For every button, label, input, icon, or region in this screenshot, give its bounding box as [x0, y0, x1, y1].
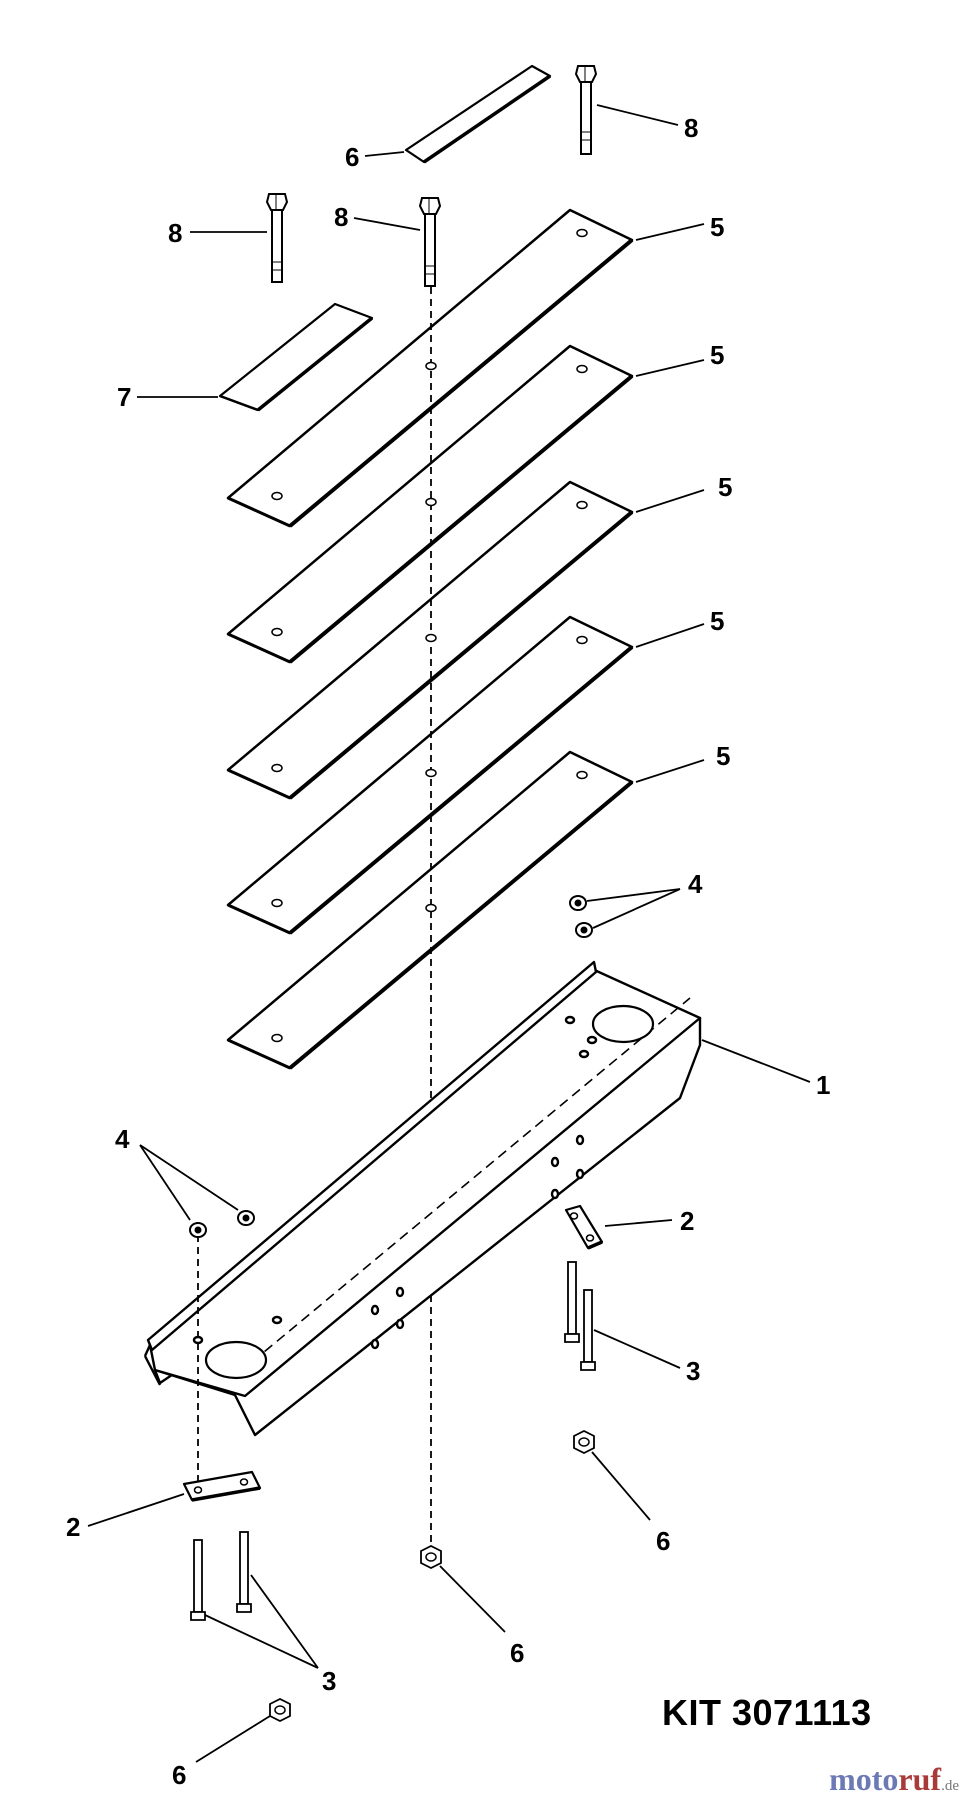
kit-number-label: KIT 3071113	[662, 1692, 872, 1733]
callout-8-middle: 8	[334, 202, 348, 232]
callout-6-center: 6	[510, 1638, 524, 1668]
callout-3-left: 3	[322, 1666, 336, 1696]
lock-nut-4-left-a	[189, 1222, 207, 1238]
callout-5-5: 5	[716, 741, 730, 771]
callout-8-top-right: 8	[684, 113, 698, 143]
watermark-part-3: .de	[941, 1778, 959, 1794]
leader-lines	[87, 104, 811, 1763]
bolt-3-left-b	[236, 1531, 252, 1613]
callout-6-right: 6	[656, 1526, 670, 1556]
watermark-part-2: ruf	[898, 1761, 942, 1797]
callout-3-right: 3	[686, 1356, 700, 1386]
callout-labels: 8 6 8 8 5 5 7 5 5 5 4 1 4 2 3 6 2 6 3 6	[66, 113, 830, 1790]
hex-nut-6-left	[269, 1698, 291, 1722]
callout-5-3: 5	[718, 472, 732, 502]
callout-1: 1	[816, 1070, 830, 1100]
bolt-3-left-a	[190, 1539, 206, 1621]
callout-7-top: 6	[345, 142, 359, 172]
bolt-8-left	[265, 193, 289, 283]
callout-7-left: 7	[117, 382, 131, 412]
callout-8-left: 8	[168, 218, 182, 248]
shim-7-left	[218, 302, 374, 412]
watermark-logo: motoruf.de	[829, 1761, 959, 1798]
callout-4-left: 4	[115, 1124, 130, 1154]
callout-4-right: 4	[688, 869, 703, 899]
shim-7-top	[404, 64, 552, 164]
bolt-8-top-right	[574, 65, 598, 155]
watermark-part-1: moto	[829, 1761, 899, 1797]
bolt-3-right-a	[564, 1261, 580, 1343]
hex-nut-6-center	[420, 1545, 442, 1569]
hex-nut-6-right	[573, 1430, 595, 1454]
callout-2-left: 2	[66, 1512, 80, 1542]
callout-6-left: 6	[172, 1760, 186, 1790]
lock-nut-4-right-bottom	[575, 922, 593, 938]
clamp-plate-2-right	[564, 1204, 604, 1250]
clamp-plate-2-left	[182, 1470, 262, 1502]
lock-nut-4-right-top	[569, 895, 587, 911]
bolt-8-middle	[418, 197, 442, 287]
bolt-3-right-b	[580, 1289, 596, 1371]
channel-bracket-1	[143, 960, 702, 1437]
callout-5-4: 5	[710, 606, 724, 636]
callout-2-right: 2	[680, 1206, 694, 1236]
callout-5-2: 5	[710, 340, 724, 370]
callout-5-1: 5	[710, 212, 724, 242]
lock-nut-4-left-b	[237, 1210, 255, 1226]
